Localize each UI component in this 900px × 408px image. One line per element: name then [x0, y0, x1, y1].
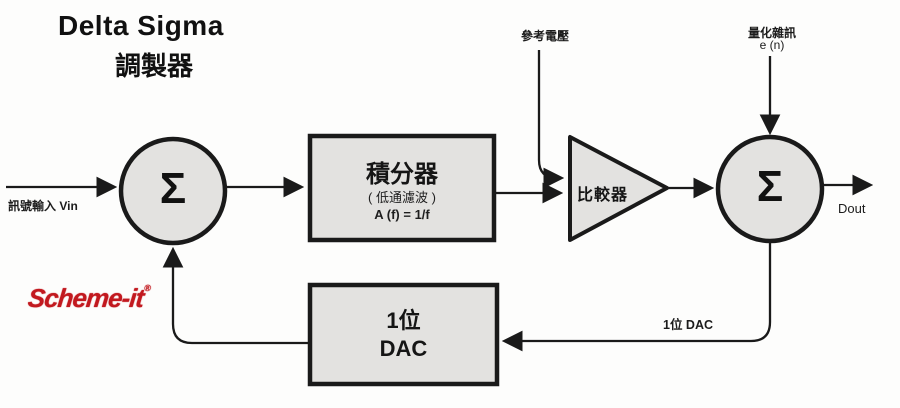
dac-label-line1: 1位 [386, 308, 421, 333]
feedback-to-dac-arrow [501, 243, 772, 352]
reference-voltage-label: 參考電壓 [520, 29, 569, 43]
sum-right-sigma-symbol: Σ [756, 162, 784, 211]
dac-labels: 1位 DAC [310, 285, 497, 384]
integrator-labels: 積分器 ( 低通濾波 ) A (f) = 1/f [310, 138, 494, 238]
integrator-block [307, 133, 497, 243]
comparator-label: 比較器 [577, 187, 629, 204]
integrator-subtitle: ( 低通濾波 ) [368, 189, 436, 205]
quantization-noise-label: 量化雜訊 [747, 26, 796, 40]
sum-junction-right [715, 134, 825, 244]
scheme-it-logo: Scheme-it® [26, 283, 151, 314]
sum-left-sigma-symbol: Σ [159, 164, 187, 213]
diagram-title-line1: Delta Sigma [58, 10, 224, 41]
diagram-title-line2: 調製器 [114, 51, 193, 81]
integrator-formula: A (f) = 1/f [374, 207, 430, 223]
sum-junction-left [118, 136, 228, 246]
scheme-it-logo-text: Scheme-it [26, 283, 145, 313]
dac-label-line2: DAC [379, 335, 428, 361]
reference-voltage-arrow [537, 50, 565, 189]
dac-block [307, 282, 500, 387]
feedback-to-sum-arrow [162, 246, 310, 345]
output-label: Dout [838, 201, 866, 216]
comparator-block [568, 135, 669, 242]
input-signal-label: 訊號輸入 Vin [8, 199, 78, 213]
quantization-noise-symbol: e (n) [759, 38, 785, 52]
registered-trademark-icon: ® [143, 283, 152, 293]
integrator-name: 積分器 [366, 160, 438, 188]
feedback-dac-label: 1位 DAC [663, 318, 714, 332]
